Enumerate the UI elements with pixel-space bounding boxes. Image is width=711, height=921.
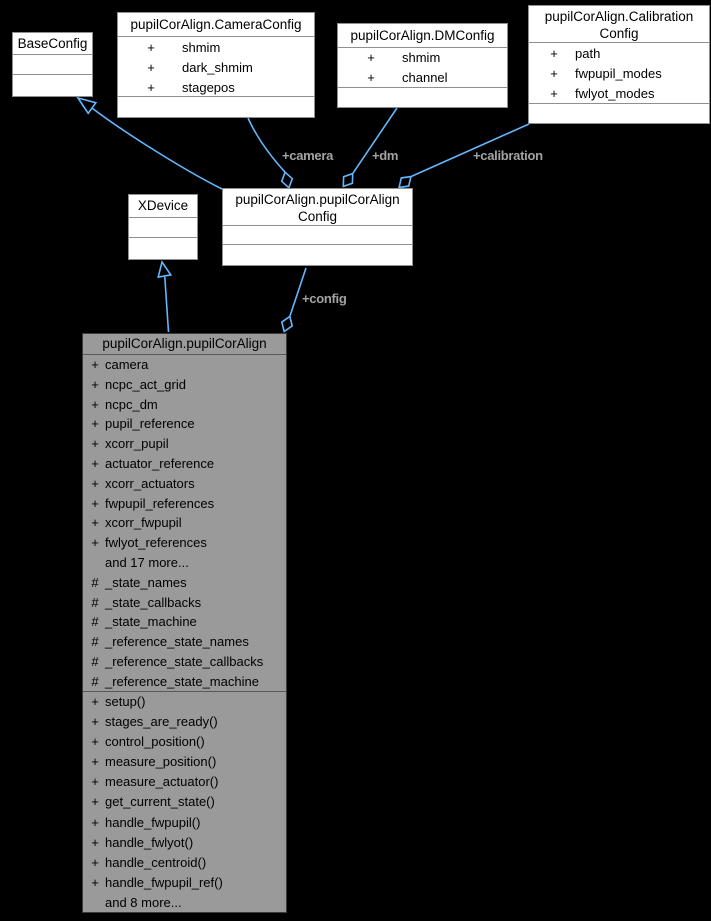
method-row: +handle_centroid() xyxy=(91,854,207,870)
methods-section xyxy=(338,87,507,105)
aggregation-edge-calibration xyxy=(410,123,530,178)
attributes-section: +shmim +channel xyxy=(338,47,507,87)
attributes-section: +path +fwpupil_modes +fwlyot_modes xyxy=(529,42,709,103)
method-row: +measure_actuator() xyxy=(91,774,219,790)
attribute-row: #_reference_state_machine xyxy=(91,673,259,689)
inheritance-arrow-baseconfig xyxy=(76,96,98,115)
attributes-section xyxy=(223,225,412,244)
attribute-row: #_state_callbacks xyxy=(91,594,202,610)
attribute-row: +camera xyxy=(91,357,149,372)
aggregation-diamond-config xyxy=(280,315,294,333)
attribute-row: +actuator_reference xyxy=(91,455,215,471)
methods-section xyxy=(529,103,709,121)
method-row: +handle_fwpupil_ref() xyxy=(91,874,223,890)
class-title: pupilCorAlign.DMConfig xyxy=(350,28,495,43)
edge-label-config: +config xyxy=(302,291,347,306)
attributes-section: +shmim +dark_shmim +stagepos xyxy=(118,36,314,96)
attribute-row: +fwpupil_references xyxy=(91,495,215,511)
attribute-row: +fwlyot_modes xyxy=(550,86,655,101)
aggregation-edge-config xyxy=(289,267,307,317)
attribute-row: +channel xyxy=(367,70,448,85)
attribute-row: +xcorr_pupil xyxy=(91,436,169,452)
class-node-xdevice[interactable]: XDevice xyxy=(128,194,198,260)
attribute-row: #_state_machine xyxy=(91,614,197,630)
method-row: +control_position() xyxy=(91,734,205,750)
aggregation-edge-camera xyxy=(247,117,286,173)
method-row: +handle_fwlyot() xyxy=(91,834,194,850)
method-row: and 8 more... xyxy=(105,894,182,910)
inheritance-edge-xdevice xyxy=(164,276,170,333)
class-node-pupilcoralign-main[interactable]: pupilCorAlign.pupilCorAlign +camera +ncpc… xyxy=(82,333,287,913)
methods-section: +setup() +stages_are_ready() +control_posi… xyxy=(83,691,286,912)
method-row: +setup() xyxy=(91,694,146,709)
method-row: +stages_are_ready() xyxy=(91,714,218,730)
class-title-line1: pupilCorAlign.Calibration xyxy=(544,9,694,24)
attribute-row: #_reference_state_callbacks xyxy=(91,653,264,669)
attribute-row: +stagepos xyxy=(147,80,235,95)
attribute-row: +path xyxy=(550,46,601,61)
methods-section xyxy=(129,237,197,257)
class-node-pupilcoralignconfig[interactable]: pupilCorAlign.pupilCorAlign Config xyxy=(222,188,413,266)
methods-section xyxy=(13,74,92,94)
methods-section xyxy=(118,96,314,115)
method-row: +get_current_state() xyxy=(91,794,215,810)
attribute-row: +xcorr_actuators xyxy=(91,475,195,491)
attribute-row: +dark_shmim xyxy=(147,60,253,75)
edge-label-dm: +dm xyxy=(372,148,399,163)
class-title-line2: Config xyxy=(599,26,639,41)
class-title: pupilCorAlign.pupilCorAlign xyxy=(83,334,286,355)
attribute-row: +shmim xyxy=(367,50,441,65)
attribute-row: and 17 more... xyxy=(105,554,189,570)
class-node-baseconfig[interactable]: BaseConfig xyxy=(12,32,93,97)
attribute-row: +pupil_reference xyxy=(91,416,195,432)
aggregation-diamond-camera xyxy=(280,170,294,190)
attribute-row: +ncpc_dm xyxy=(91,396,158,412)
attributes-section: +camera +ncpc_act_grid +ncpc_dm +pupil_refe… xyxy=(83,355,286,691)
attributes-section xyxy=(13,54,92,74)
class-title: XDevice xyxy=(137,198,189,213)
attribute-row: +fwpupil_modes xyxy=(550,66,662,81)
class-node-dmconfig[interactable]: pupilCorAlign.DMConfig +shmim +channel xyxy=(337,23,508,108)
aggregation-edge-dm xyxy=(352,107,398,175)
class-title-line1: pupilCorAlign.pupilCorAlign xyxy=(235,192,400,207)
aggregation-diamond-dm xyxy=(342,172,354,188)
attribute-row: +shmim xyxy=(147,40,221,55)
class-node-calibrationconfig[interactable]: pupilCorAlign.Calibration Config +path +f… xyxy=(528,5,710,124)
attribute-row: +fwlyot_references xyxy=(91,535,207,551)
attribute-row: +ncpc_act_grid xyxy=(91,376,186,392)
class-title: BaseConfig xyxy=(17,36,88,51)
inheritance-arrow-xdevice xyxy=(157,260,173,279)
class-title: pupilCorAlign.pupilCorAlign Config xyxy=(223,189,412,225)
method-row: +measure_position() xyxy=(91,754,217,770)
attribute-row: #_state_names xyxy=(91,574,187,590)
class-title: pupilCorAlign.Calibration Config xyxy=(529,6,709,42)
edge-label-calibration: +calibration xyxy=(473,148,543,163)
attributes-section xyxy=(129,217,197,237)
aggregation-diamond-calibration xyxy=(398,175,412,189)
class-node-cameraconfig[interactable]: pupilCorAlign.CameraConfig +shmim +dark_s… xyxy=(117,12,315,118)
methods-section xyxy=(223,244,412,264)
method-row: +handle_fwpupil() xyxy=(91,814,201,830)
class-title-line2: Config xyxy=(297,209,338,224)
attribute-row: +xcorr_fwpupil xyxy=(91,515,182,531)
attribute-row: #_reference_state_names xyxy=(91,634,249,650)
class-title: pupilCorAlign.CameraConfig xyxy=(130,17,302,32)
edge-label-camera: +camera xyxy=(282,148,334,163)
inheritance-edge-baseconfig xyxy=(91,107,223,190)
